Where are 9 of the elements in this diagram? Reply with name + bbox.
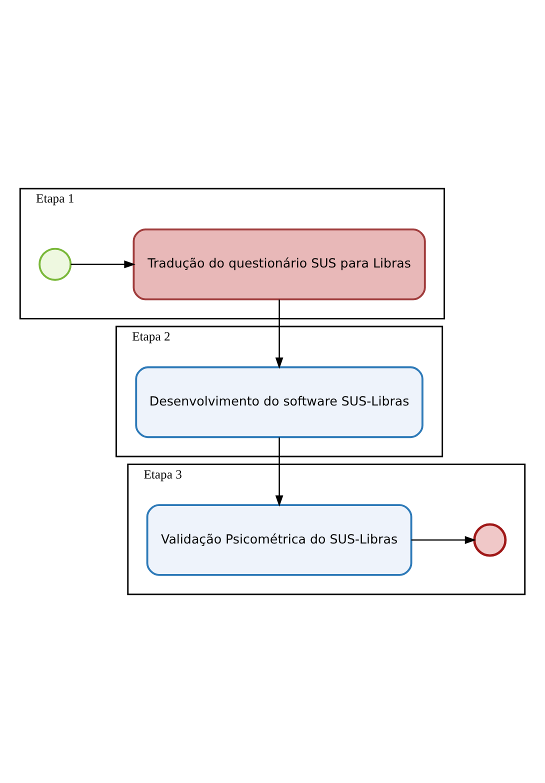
node-box: Validação Psicométrica do SUS-Libras (146, 504, 412, 576)
node-circle (473, 523, 507, 557)
arrow (411, 536, 476, 544)
arrow (70, 260, 136, 268)
node-box: Tradução do questionário SUS para Libras (132, 228, 426, 300)
arrow (275, 300, 284, 369)
arrow (275, 437, 284, 507)
node-box: Desenvolvimento do software SUS-Libras (135, 366, 424, 438)
node-circle (38, 248, 72, 281)
